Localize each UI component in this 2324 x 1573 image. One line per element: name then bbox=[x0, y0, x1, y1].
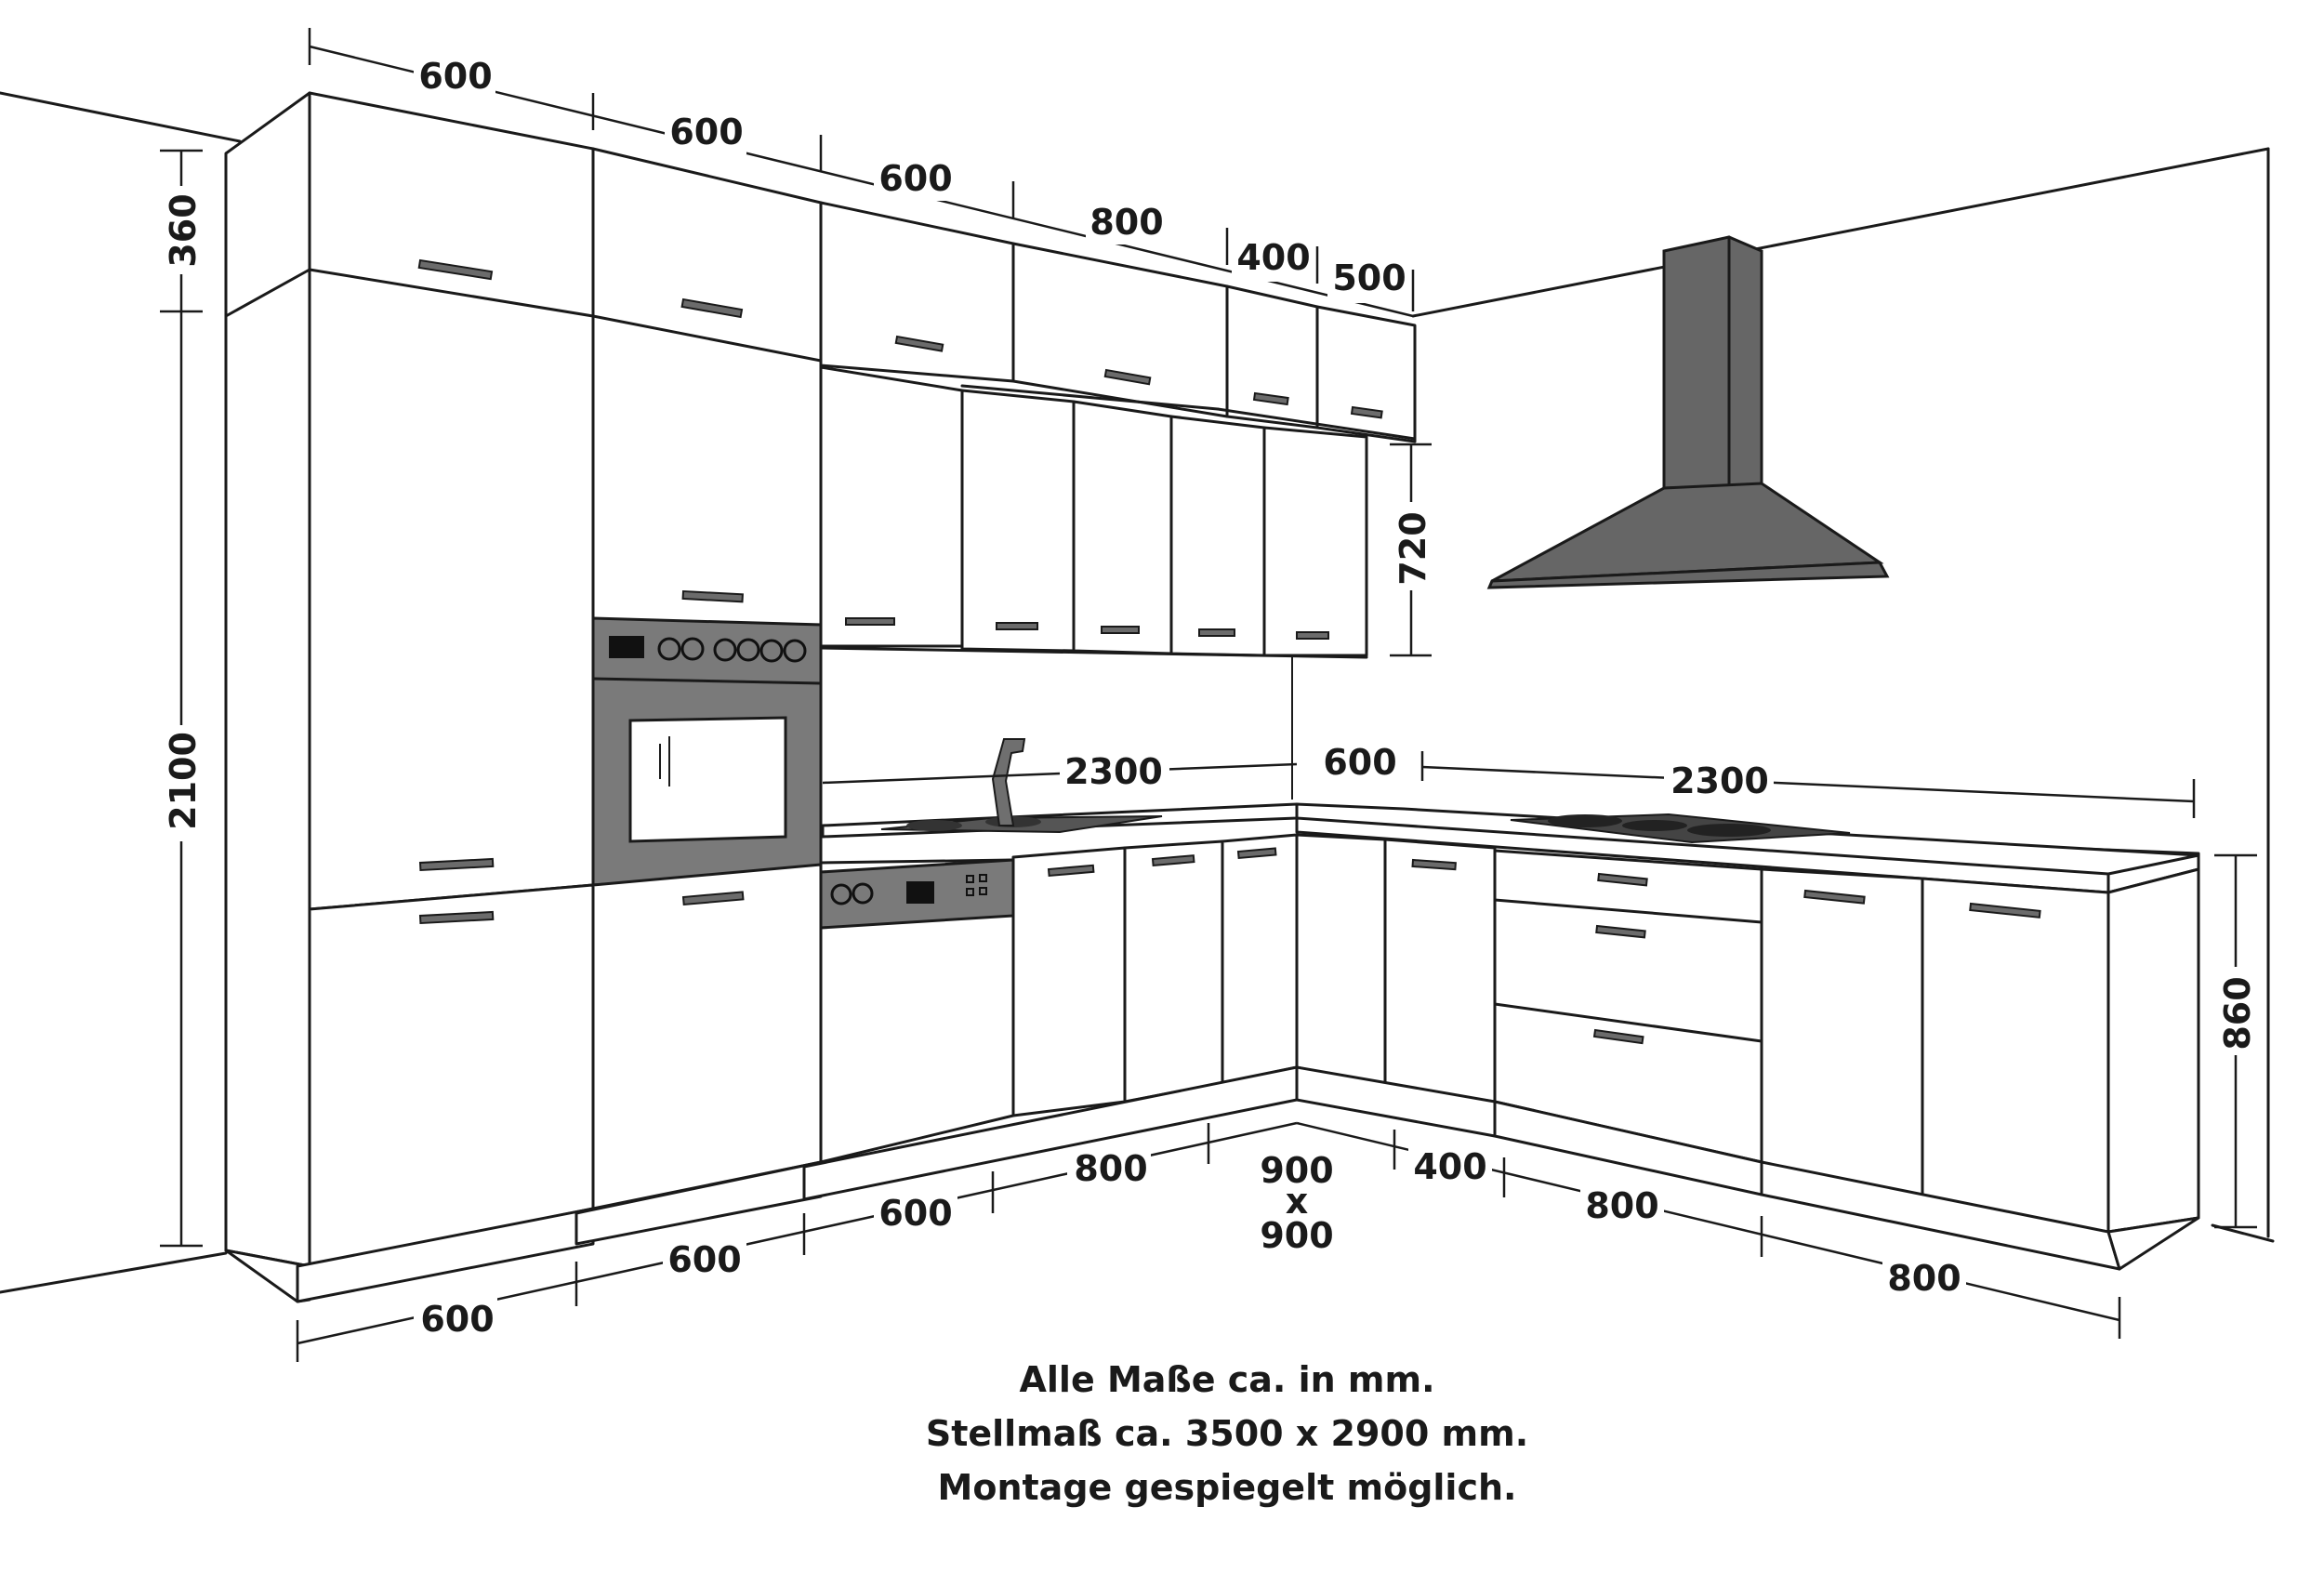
handle bbox=[1252, 391, 1289, 406]
handle bbox=[1350, 405, 1383, 419]
dim-bottom-3: 600 bbox=[878, 1193, 952, 1234]
handle bbox=[681, 589, 744, 603]
dim-corner-width: 900 bbox=[1260, 1150, 1333, 1191]
dim-worktop-left: 2300 bbox=[1064, 751, 1163, 792]
dim-upper-height: 360 bbox=[163, 193, 204, 267]
dim-top-4: 800 bbox=[1089, 202, 1163, 243]
dim-bottom-4: 800 bbox=[1074, 1148, 1147, 1189]
dim-bottom-right-3: 800 bbox=[1887, 1258, 1961, 1299]
handle bbox=[1047, 864, 1095, 878]
tap bbox=[991, 738, 1026, 826]
handle bbox=[845, 617, 895, 626]
dishwasher bbox=[819, 858, 1015, 930]
handle bbox=[680, 297, 744, 319]
handle bbox=[418, 910, 495, 925]
dim-corner-x: x bbox=[1286, 1181, 1309, 1222]
dishwasher-knobs bbox=[830, 882, 874, 905]
sink bbox=[880, 738, 1163, 834]
handle bbox=[417, 258, 494, 281]
dishwasher-display bbox=[906, 881, 934, 904]
dim-corner-depth-base: 900 bbox=[1260, 1215, 1333, 1256]
wall-cabinets bbox=[819, 365, 1417, 659]
dim-top-5: 400 bbox=[1236, 237, 1310, 278]
dim-bottom-1: 600 bbox=[420, 1299, 494, 1340]
handle bbox=[681, 891, 745, 906]
oven-window bbox=[628, 716, 787, 843]
dim-tall-height: 2100 bbox=[163, 732, 204, 830]
handle bbox=[1198, 628, 1235, 637]
extractor-hood bbox=[1486, 235, 1890, 589]
handle bbox=[1595, 924, 1646, 939]
handle bbox=[1592, 1028, 1644, 1045]
handle bbox=[894, 335, 944, 352]
notes: Alle Maße ca. in mm. Stellmaß ca. 3500 x… bbox=[0, 1353, 2324, 1514]
handle bbox=[1597, 872, 1648, 887]
handle bbox=[1236, 847, 1277, 860]
note-line-2: Stellmaß ca. 3500 x 2900 mm. bbox=[925, 1413, 1529, 1454]
handle bbox=[1803, 889, 1866, 905]
dim-top-1: 600 bbox=[418, 56, 492, 97]
handle bbox=[1101, 626, 1140, 634]
dim-top-2: 600 bbox=[669, 112, 743, 152]
dim-worktop-right: 2300 bbox=[1670, 760, 1769, 801]
handle bbox=[1103, 368, 1152, 386]
handle bbox=[1151, 854, 1195, 867]
base-cabinets-right bbox=[1295, 833, 2200, 1234]
dim-bottom-right-1: 400 bbox=[1413, 1146, 1486, 1187]
note-line-3: Montage gespiegelt möglich. bbox=[937, 1467, 1517, 1508]
dim-top-6: 500 bbox=[1332, 258, 1406, 298]
dim-bottom-2: 600 bbox=[667, 1239, 741, 1280]
base-cabinets-left bbox=[308, 833, 1299, 1268]
hob bbox=[1510, 813, 1851, 844]
oven-display bbox=[609, 636, 644, 658]
dim-wall-height: 720 bbox=[1393, 511, 1433, 585]
built-in-oven bbox=[591, 616, 823, 887]
dim-corner-depth: 600 bbox=[1323, 742, 1396, 783]
handle bbox=[1411, 858, 1457, 871]
dim-bottom-right-2: 800 bbox=[1585, 1185, 1658, 1226]
plinth-right bbox=[1295, 1065, 2200, 1271]
upper-top-cabinets bbox=[819, 201, 1417, 443]
oven-knobs bbox=[657, 637, 807, 663]
handle bbox=[418, 857, 495, 872]
handle bbox=[1296, 631, 1329, 640]
dim-top-3: 600 bbox=[878, 158, 952, 199]
dim-base-height: 860 bbox=[2217, 976, 2258, 1050]
handle bbox=[1969, 902, 2041, 919]
handle bbox=[996, 622, 1038, 630]
dimension-labels: 600 600 600 800 400 500 360 2100 720 230… bbox=[160, 51, 2258, 1342]
note-line-1: Alle Maße ca. in mm. bbox=[1019, 1359, 1435, 1400]
